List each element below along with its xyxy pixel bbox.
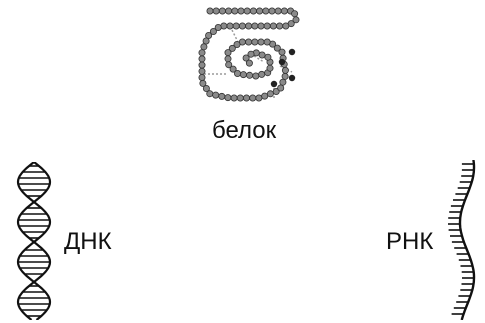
protein-bead: [198, 61, 206, 69]
protein-bead: [246, 71, 254, 79]
protein-bead: [258, 51, 266, 59]
protein-bead: [212, 91, 220, 99]
protein-bead: [282, 22, 290, 30]
protein-bead: [225, 7, 233, 15]
protein-bead: [212, 7, 220, 15]
protein-bead: [243, 7, 251, 15]
protein-bead: [251, 38, 259, 46]
dna-double-helix-icon: [16, 162, 52, 320]
protein-bead: [209, 27, 217, 35]
dna-label: ДНК: [64, 228, 112, 255]
protein-bead: [202, 37, 210, 45]
protein-bead: [238, 22, 246, 30]
dna-strand-a: [16, 162, 52, 320]
protein-bead: [234, 70, 242, 78]
protein-bead: [200, 43, 208, 51]
protein-bead: [261, 92, 269, 100]
protein-bead: [226, 22, 234, 30]
protein-bead: [239, 71, 247, 79]
protein-bead: [257, 38, 265, 46]
protein-bead: [232, 22, 240, 30]
protein-bead: [198, 67, 206, 75]
protein-bead: [243, 94, 251, 102]
protein-bead: [273, 44, 281, 52]
protein-bead: [198, 55, 206, 63]
protein-bead: [224, 49, 232, 57]
protein-bead: [228, 44, 236, 52]
protein-bead: [199, 79, 207, 87]
protein-bead: [276, 22, 284, 30]
protein-bead-dark: [288, 74, 296, 82]
protein-bead-dark: [288, 48, 296, 56]
protein-bead: [224, 55, 232, 63]
protein-bead: [245, 59, 253, 67]
protein-bead: [277, 84, 285, 92]
protein-bead: [218, 7, 226, 15]
protein-bead: [255, 94, 263, 102]
protein-bead: [245, 22, 253, 30]
protein-bead-dark: [278, 58, 286, 66]
protein-bead: [274, 7, 282, 15]
protein-bead: [229, 65, 237, 73]
protein-bead: [249, 7, 257, 15]
protein-bead: [281, 66, 289, 74]
protein-bead-dark: [270, 80, 278, 88]
protein-bead: [198, 74, 206, 82]
protein-bead: [247, 50, 255, 58]
protein-bead: [224, 94, 232, 102]
protein-bead: [272, 88, 280, 96]
protein-bead: [198, 49, 206, 57]
protein-bead: [245, 38, 253, 46]
protein-label: белок: [212, 117, 277, 144]
protein-bead: [266, 90, 274, 98]
rna-label: РНК: [386, 228, 434, 255]
protein-bead: [230, 94, 238, 102]
rna-single-strand-icon: [448, 160, 476, 320]
protein-bead: [242, 54, 250, 62]
protein-bead: [256, 7, 264, 15]
protein-beads: [198, 7, 300, 102]
protein-bead: [206, 7, 214, 15]
protein-bead: [251, 22, 259, 30]
protein-bead: [233, 41, 241, 49]
protein-bead: [249, 94, 257, 102]
protein-bead: [281, 72, 289, 80]
protein-bead: [218, 92, 226, 100]
protein-bead: [231, 7, 239, 15]
protein-bead: [269, 22, 277, 30]
protein-bead: [225, 61, 233, 69]
protein-bead: [291, 10, 299, 18]
protein-bead: [279, 78, 287, 86]
protein-bead: [292, 16, 300, 24]
protein-bead: [278, 48, 286, 56]
rna-backbone: [458, 160, 476, 320]
protein-bead: [280, 7, 288, 15]
protein-chain-icon: [198, 7, 300, 102]
protein-bead: [206, 90, 214, 98]
dna-strand-b: [16, 162, 52, 320]
protein-bead: [214, 23, 222, 31]
protein-bead: [252, 72, 260, 80]
protein-bead: [266, 64, 274, 72]
protein-bead: [202, 85, 210, 93]
protein-bead: [263, 38, 271, 46]
protein-bead: [257, 22, 265, 30]
protein-bead: [237, 7, 245, 15]
protein-bead: [262, 7, 270, 15]
protein-bead: [268, 7, 276, 15]
protein-bead: [264, 53, 272, 61]
rna-bases: [448, 163, 474, 315]
protein-bead: [236, 94, 244, 102]
protein-bead: [263, 22, 271, 30]
protein-bead: [258, 70, 266, 78]
